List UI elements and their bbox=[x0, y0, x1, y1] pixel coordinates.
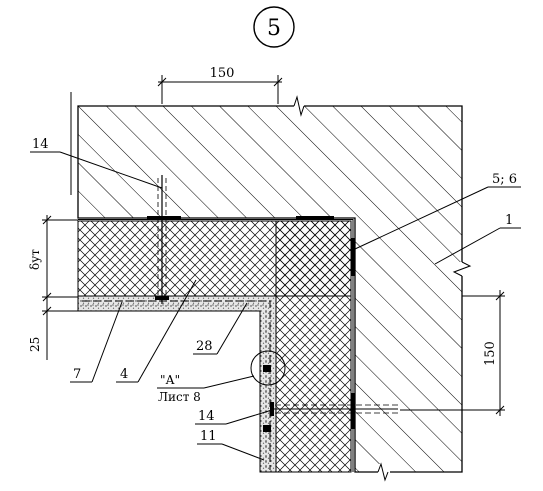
callout-28: 28 bbox=[196, 339, 213, 354]
dim-right-tick-1 bbox=[495, 291, 505, 301]
adhesive-strip-top-2 bbox=[296, 216, 334, 220]
detail-number-circle bbox=[253, 6, 295, 48]
dim-left-25: 25 bbox=[28, 337, 42, 352]
break-mark-top bbox=[293, 95, 305, 117]
callout-4: 4 bbox=[120, 367, 128, 382]
break-mark-bottom bbox=[377, 462, 389, 482]
dim-left-tick-3 bbox=[42, 306, 52, 316]
dim-top-tick-r bbox=[273, 77, 283, 87]
detail-number: 5 bbox=[267, 16, 281, 41]
break-mark-right bbox=[452, 261, 472, 277]
leader-1 bbox=[434, 227, 501, 265]
callout-14-bottom: 14 bbox=[198, 409, 215, 424]
detail-a-circle bbox=[250, 350, 286, 386]
glue-line bbox=[78, 219, 354, 472]
leader-14-bot bbox=[225, 409, 273, 425]
dowel-top bbox=[157, 178, 167, 298]
dim-top-value: 150 bbox=[210, 66, 235, 81]
corner-profile-1 bbox=[263, 365, 271, 372]
leader-56 bbox=[354, 186, 489, 250]
callout-5-6: 5; 6 bbox=[492, 172, 517, 187]
leader-7 bbox=[91, 301, 123, 383]
leader-11 bbox=[221, 443, 265, 461]
concrete-wall bbox=[77, 105, 463, 473]
dim-right-value: 150 bbox=[483, 341, 498, 366]
dim-left-tick-1 bbox=[42, 215, 52, 225]
leader-14-top bbox=[59, 151, 163, 189]
reinforcing-mesh-inner bbox=[82, 304, 267, 470]
adhesive-strip-top-1 bbox=[147, 216, 181, 220]
dowel-top-head bbox=[155, 296, 169, 300]
callout-sheet: Лист 8 bbox=[158, 390, 201, 404]
dowel-bottom bbox=[275, 404, 400, 414]
dim-left-thickness: δут bbox=[28, 249, 42, 270]
callout-7: 7 bbox=[73, 367, 81, 382]
dowel-bottom-head bbox=[270, 402, 274, 416]
leader-4 bbox=[137, 279, 197, 383]
corner-profile-2 bbox=[263, 425, 271, 432]
dim-right-tick-2 bbox=[495, 405, 505, 415]
callout-11: 11 bbox=[200, 429, 217, 444]
callout-14-top: 14 bbox=[32, 137, 49, 152]
leader-28 bbox=[216, 302, 248, 355]
insulation-vertical-band bbox=[275, 220, 352, 473]
callout-1: 1 bbox=[505, 213, 513, 228]
dim-top-tick-l bbox=[157, 77, 167, 87]
leader-a bbox=[203, 375, 255, 389]
dim-left-tick-2 bbox=[42, 292, 52, 302]
callout-a: "А" bbox=[160, 373, 180, 387]
